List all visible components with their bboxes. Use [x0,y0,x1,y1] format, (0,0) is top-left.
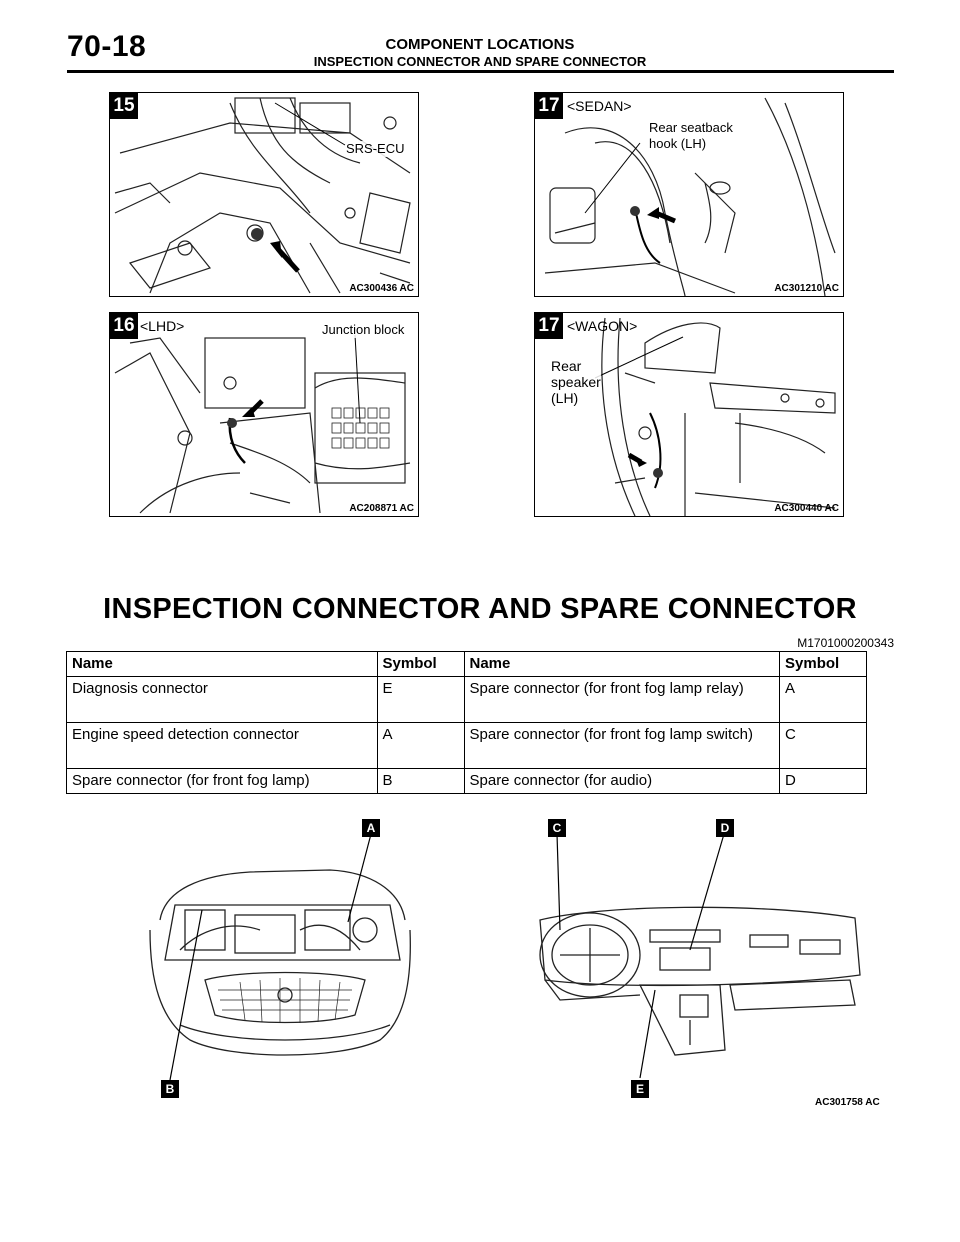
page-number: 70-18 [67,30,147,63]
junction-block-illustration [114,334,411,514]
table-cell: Spare connector (for front fog lamp) [66,768,378,794]
figure-badge: 16 [110,313,138,339]
table-cell: Spare connector (for front fog lamp rela… [463,676,781,723]
connector-location-illustration [149,833,861,1081]
figure-code: AC208871 AC [349,503,414,514]
table-cell: Spare connector (for audio) [463,768,781,794]
header-cell: Name [66,651,378,677]
figure-badge: 17 [535,93,563,119]
table-cell: Engine speed detection connector [66,722,378,769]
table-header-row: Name Symbol Name Symbol [66,651,867,677]
engine-bay-illustration [114,97,411,294]
header-cell: Symbol [779,651,867,677]
connector-tag-b: B [161,1080,179,1098]
table-cell: E [376,676,465,723]
table-cell: A [779,676,867,723]
table-row: Diagnosis connector E Spare connector (f… [66,676,867,723]
figure-code: AC301210 AC [774,283,839,294]
figure-srs-ecu: 15 SRS-ECU AC300436 AC [109,92,419,297]
rear-seatback-hook-label: Rear seatback hook (LH) [649,120,733,152]
figure-badge: 17 [535,313,563,339]
rear-speaker-label: Rear speaker (LH) [551,358,601,406]
figure-code: AC300436 AC [349,283,414,294]
figure-code: AC301758 AC [815,1097,880,1108]
connector-tag-e: E [631,1080,649,1098]
rear-seat-illustration [544,97,836,296]
junction-block-label: Junction block [322,322,405,338]
header-rule [67,70,894,73]
chapter-title: COMPONENT LOCATIONS [385,36,575,53]
header-cell: Name [463,651,781,677]
document-id: M1701000200343 [797,636,894,650]
table-cell: Diagnosis connector [66,676,378,723]
connector-tag-a: A [362,819,380,837]
table-cell: Spare connector (for front fog lamp swit… [463,722,781,769]
table-row: Spare connector (for front fog lamp) B S… [66,768,867,794]
header-cell: Symbol [376,651,465,677]
table-cell: A [376,722,465,769]
figure-rear-speaker: 17 <WAGON> Rear speaker (LH) AC300440 AC [534,312,844,517]
figure-code: AC300440 AC [774,503,839,514]
table-cell: D [779,768,867,794]
connector-table: Name Symbol Name Symbol Diagnosis connec… [66,651,867,794]
figure-badge: 15 [110,93,138,119]
variant-label: <SEDAN> [567,98,632,114]
table-cell: C [779,722,867,769]
section-subtitle: INSPECTION CONNECTOR AND SPARE CONNECTOR [313,54,647,69]
srs-ecu-label: SRS-ECU [346,141,405,157]
figure-junction-block: 16 <LHD> Junction block AC208871 AC [109,312,419,517]
variant-label: <LHD> [140,318,185,334]
table-cell: B [376,768,465,794]
section-title: INSPECTION CONNECTOR AND SPARE CONNECTOR [103,593,857,625]
table-row: Engine speed detection connector A Spare… [66,722,867,769]
variant-label: <WAGON> [567,318,638,334]
connector-tag-d: D [716,819,734,837]
rear-speaker-illustration [594,317,836,516]
connector-tag-c: C [548,819,566,837]
figure-rear-seatback-hook: 17 <SEDAN> Rear seatback hook (LH) AC301… [534,92,844,297]
